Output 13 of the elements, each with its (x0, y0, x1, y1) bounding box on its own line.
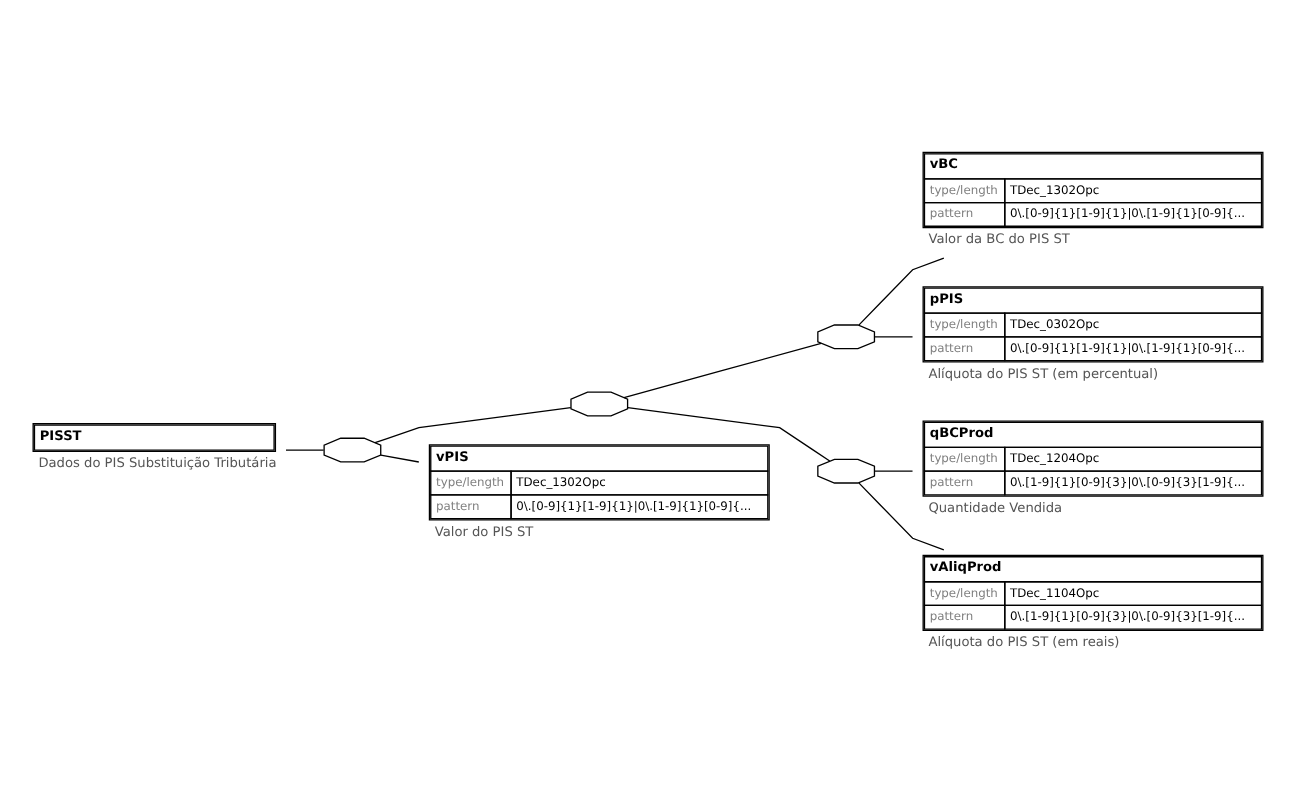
node-octagon (323, 436, 382, 462)
connector (285, 448, 325, 450)
node-octagon (570, 390, 629, 416)
connector (873, 335, 914, 337)
connector (873, 469, 914, 471)
connector (858, 481, 945, 550)
connector (858, 256, 945, 325)
node-octagon (817, 323, 876, 349)
connector (623, 341, 822, 398)
connector (374, 405, 572, 443)
node-octagon (817, 457, 876, 483)
connector (380, 453, 420, 462)
connector (627, 405, 831, 461)
